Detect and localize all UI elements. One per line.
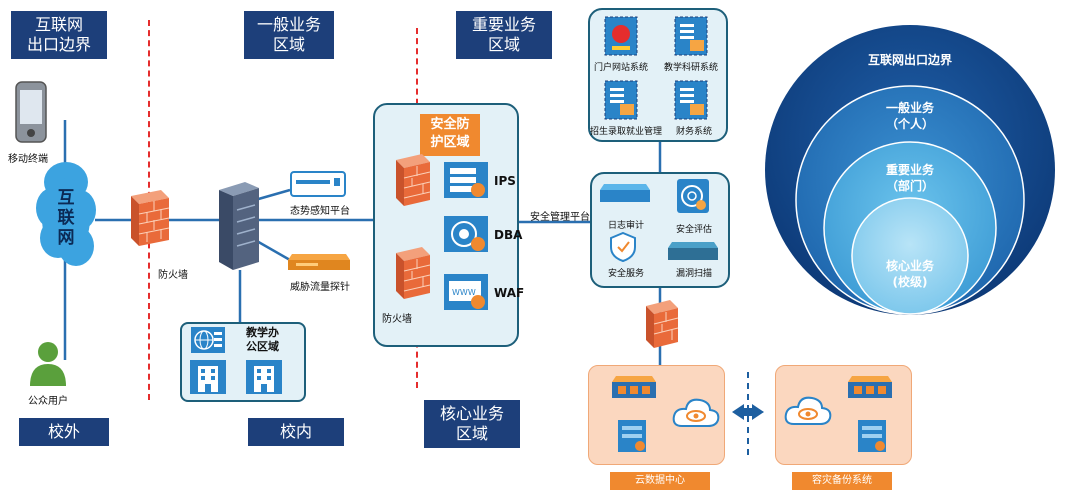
circle-inner bbox=[851, 197, 969, 315]
internet-boundary-text: 互联网 出口边界 bbox=[26, 15, 91, 54]
service-shield-icon bbox=[610, 232, 636, 262]
circle-outer-label: 互联网出口边界 bbox=[867, 53, 952, 67]
waf-label: WAF bbox=[494, 286, 525, 300]
important-zone-text: 重要业务 区域 bbox=[471, 15, 536, 54]
firewall-label-security: 防火墙 bbox=[382, 314, 412, 325]
circle-inner-label: 核心业务 (校级) bbox=[885, 259, 934, 289]
circle-third-label: 重要业务 （部门） bbox=[885, 163, 934, 193]
internet-cloud-icon bbox=[36, 162, 96, 266]
circle-second-label: 一般业务 （个人） bbox=[885, 101, 934, 131]
building-icon-2 bbox=[246, 360, 282, 394]
firewall-icon-bottom bbox=[646, 300, 679, 348]
mobile-phone-icon bbox=[15, 81, 47, 143]
portal-system-label: 门户网站系统 bbox=[594, 63, 649, 73]
backup-label: 容灾备份系统 bbox=[792, 472, 892, 490]
dba-icon bbox=[444, 216, 488, 252]
threat-probe-icon bbox=[288, 254, 350, 270]
mobile-label: 移动终端 bbox=[8, 154, 48, 165]
vuln-scan-label: 漏洞扫描 bbox=[676, 269, 713, 279]
outside-text: 校外 bbox=[47, 422, 80, 441]
cloud-eye-icon-dc bbox=[672, 398, 720, 427]
important-zone-label: 重要业务 区域 bbox=[456, 11, 552, 59]
cloud-eye-icon-backup bbox=[784, 396, 832, 425]
situation-platform-label: 态势感知平台 bbox=[290, 206, 350, 217]
portal-system-icon bbox=[604, 16, 638, 56]
public-user-icon bbox=[30, 342, 66, 386]
building-icon-1 bbox=[190, 360, 226, 394]
server-stack-icon-dc bbox=[612, 376, 656, 398]
log-audit-icon bbox=[600, 184, 650, 202]
dba-label: DBA bbox=[494, 228, 523, 242]
enrollment-system-icon bbox=[604, 80, 638, 120]
firewall-icon bbox=[131, 190, 170, 246]
inside-text: 校内 bbox=[279, 422, 312, 441]
ips-label: IPS bbox=[494, 174, 516, 188]
finance-system-icon bbox=[674, 80, 708, 120]
server-box-icon-dc bbox=[618, 420, 646, 452]
research-system-icon bbox=[674, 16, 708, 56]
firewall-icon-security-1 bbox=[396, 154, 431, 206]
enrollment-system-label: 招生录取就业管理 bbox=[590, 127, 663, 137]
concentric-circles bbox=[765, 25, 1055, 315]
public-user-label: 公众用户 bbox=[28, 396, 68, 407]
assessment-label: 安全评估 bbox=[676, 225, 713, 235]
general-zone-label: 一般业务 区域 bbox=[244, 11, 334, 59]
svg-text:WWW: WWW bbox=[452, 288, 476, 297]
ips-icon bbox=[444, 162, 488, 198]
core-zone-label: 核心业务 区域 bbox=[424, 400, 520, 448]
systems-panel bbox=[588, 8, 728, 142]
security-mgmt-platform-label: 安全管理平台 bbox=[530, 212, 590, 223]
inside-label: 校内 bbox=[248, 418, 344, 446]
finance-system-label: 财务系统 bbox=[676, 127, 713, 137]
service-label: 安全服务 bbox=[608, 269, 645, 279]
research-system-label: 教学科研系统 bbox=[664, 63, 719, 73]
globe-screen-icon bbox=[191, 327, 225, 353]
general-zone-text: 一般业务 区域 bbox=[256, 15, 321, 54]
cloud-dc-label: 云数据中心 bbox=[610, 472, 710, 490]
log-audit-label: 日志审计 bbox=[608, 221, 645, 231]
internet-cloud-label: 互 联 网 bbox=[57, 188, 75, 248]
office-zone-label: 教学办 公区域 bbox=[246, 326, 279, 353]
outside-label: 校外 bbox=[19, 418, 109, 446]
waf-icon: WWW bbox=[444, 274, 488, 310]
firewall-icon-security-2 bbox=[396, 247, 431, 299]
assessment-icon bbox=[677, 179, 709, 213]
threat-probe-label: 威胁流量探针 bbox=[290, 282, 350, 293]
firewall-label-left: 防火墙 bbox=[158, 270, 188, 281]
server-stack-icon-backup bbox=[848, 376, 892, 398]
situation-platform-icon bbox=[290, 171, 346, 197]
core-zone-text: 核心业务 区域 bbox=[439, 404, 504, 443]
security-zone-title: 安全防 护区域 bbox=[420, 114, 480, 156]
internet-boundary-label: 互联网 出口边界 bbox=[11, 11, 107, 59]
server-rack-icon bbox=[219, 182, 259, 270]
server-box-icon-backup bbox=[858, 420, 886, 452]
vuln-scan-icon bbox=[668, 242, 718, 260]
